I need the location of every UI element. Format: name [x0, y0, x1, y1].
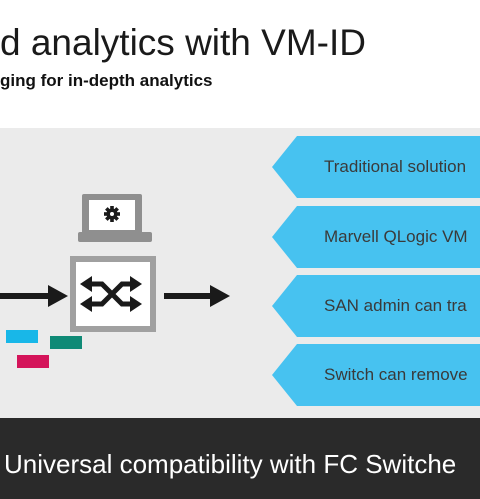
flow-arrow-out-icon — [164, 285, 230, 307]
chevron-item-traditional: Traditional solution — [272, 136, 480, 198]
diagram-panel: Traditional solution Marvell QLogic VM S… — [0, 128, 480, 418]
footer-banner: Universal compatibility with FC Switche — [0, 418, 480, 499]
page-title: d analytics with VM-ID — [0, 22, 366, 63]
vm-tag-magenta — [17, 355, 49, 368]
vm-tag-cyan — [6, 330, 38, 343]
footer-text: Universal compatibility with FC Switche — [4, 449, 457, 479]
chevron-item-label: SAN admin can tra — [324, 296, 467, 315]
flow-arrow-in-icon — [0, 285, 68, 307]
chevron-item-label: Switch can remove — [324, 365, 468, 384]
vm-tag-teal — [50, 336, 82, 349]
page-subtitle: ging for in-depth analytics — [0, 71, 213, 90]
chevron-item-switch: Switch can remove — [272, 344, 480, 406]
chevron-item-label: Traditional solution — [324, 157, 467, 176]
chevron-item-label: Marvell QLogic VM — [324, 227, 468, 246]
chevron-item-marvell: Marvell QLogic VM — [272, 206, 480, 268]
laptop-gear-icon — [78, 194, 152, 242]
fc-switch-icon — [70, 256, 156, 332]
chevron-item-san-admin: SAN admin can tra — [272, 275, 480, 337]
